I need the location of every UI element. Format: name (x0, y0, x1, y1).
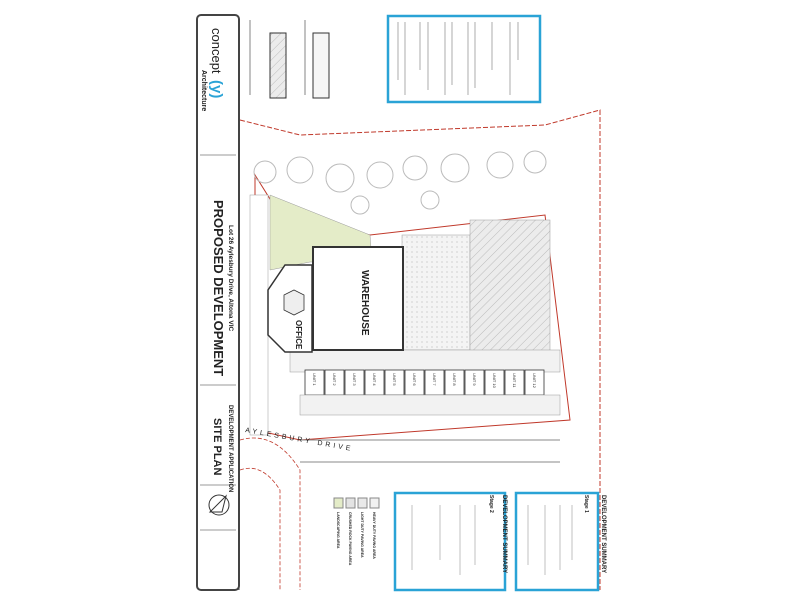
unit-label: UNIT 4 (372, 373, 377, 386)
legend-label: LANDSCAPING AREA (336, 512, 340, 549)
office-label: OFFICE (294, 320, 303, 350)
project-address: Lot 26 Aylesbury Drive, Altona VIC (227, 225, 234, 331)
legend-label: CRUSHED ROCK PAVING AREA (348, 512, 352, 566)
legend-swatch (369, 497, 380, 509)
title-block: concept (y) Architecture PROPOSED DEVELO… (196, 14, 240, 591)
unit-label: UNIT 9 (472, 373, 477, 386)
car-parking (249, 194, 269, 436)
unit-label: UNIT 1 (312, 373, 317, 386)
project-title: PROPOSED DEVELOPMENT (211, 200, 226, 376)
fence-details (249, 20, 330, 99)
svg-text:DEVELOPMENT SUMMARY: DEVELOPMENT SUMMARY (600, 495, 606, 573)
svg-text:Stage 2: Stage 2 (488, 495, 494, 513)
notes-box (386, 14, 542, 104)
svg-text:Stage 1: Stage 1 (583, 495, 589, 513)
development-summary-stage-2: DEVELOPMENT SUMMARY Stage 2 (393, 491, 507, 592)
north-arrow-icon (208, 494, 230, 516)
unit-label: UNIT 3 (352, 373, 357, 386)
unit-label: UNIT 12 (532, 373, 537, 389)
logo: concept (y) (208, 28, 225, 98)
units-row: UNIT 1 UNIT 2 UNIT 3 UNIT 4 UNIT 5 UNIT 6 UNIT… (304, 369, 545, 396)
unit-label: UNIT 2 (332, 373, 337, 386)
legend: HEAVY DUTY PAVING AREA LIGHT DUTY PAVING … (333, 497, 380, 566)
unit-label: UNIT 7 (432, 373, 437, 386)
drawing-title: SITE PLAN (211, 418, 223, 476)
hardstand-area (401, 234, 471, 351)
legend-swatch (357, 497, 368, 509)
unit-label: UNIT 10 (492, 373, 497, 389)
logo-sub: Architecture (200, 70, 207, 111)
svg-text:(y): (y) (208, 80, 225, 98)
development-summary-stage-1: DEVELOPMENT SUMMARY Stage 1 (514, 491, 606, 592)
legend-label: LIGHT DUTY PAVING AREA (360, 512, 364, 558)
legend-swatch (345, 497, 356, 509)
unit-label: UNIT 6 (412, 373, 417, 386)
legend-label: HEAVY DUTY PAVING AREA (372, 512, 376, 559)
unit-label: UNIT 11 (512, 373, 517, 388)
unit-label: UNIT 5 (392, 373, 397, 386)
svg-text:DEVELOPMENT SUMMARY: DEVELOPMENT SUMMARY (501, 495, 507, 573)
crushed-rock-area (469, 219, 551, 356)
legend-swatch (333, 497, 344, 509)
warehouse-building (312, 246, 404, 351)
warehouse-label: WAREHOUSE (359, 270, 370, 336)
drawing-status: DEVELOPMENT APPLICATION (227, 405, 233, 492)
svg-text:concept: concept (209, 28, 224, 74)
unit-label: UNIT 8 (452, 373, 457, 386)
